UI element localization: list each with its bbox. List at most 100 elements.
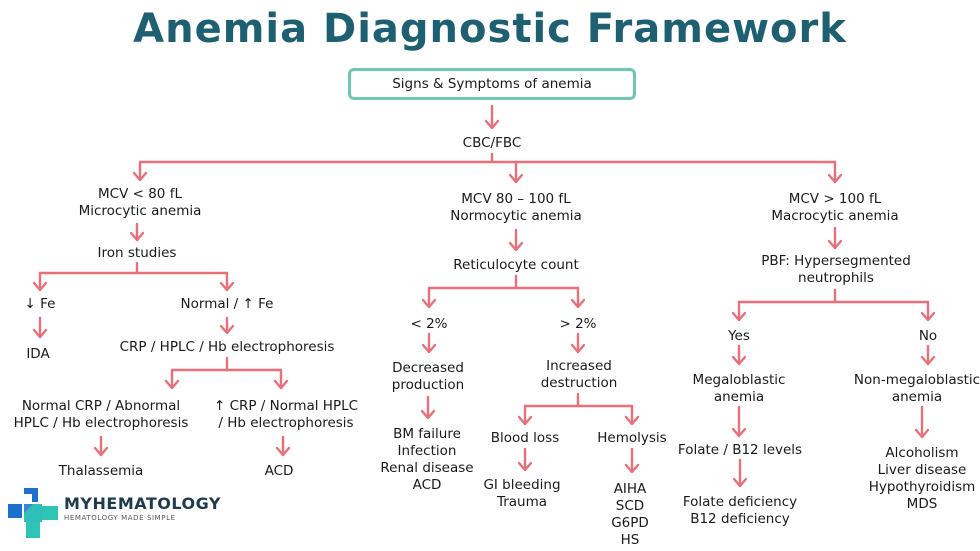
arrow-head: [273, 379, 289, 390]
plus-cross-logo-icon: [8, 488, 58, 538]
node-text-line: Signs & Symptoms of anemia: [392, 76, 592, 92]
arrow-head: [920, 311, 936, 322]
arrow-head: [920, 355, 936, 366]
node-text-line: HPLC / Hb electrophoresis: [13, 415, 189, 431]
node-text-line: Infection: [397, 443, 457, 459]
node-text-line: Microcytic anemia: [78, 203, 202, 219]
node-retic-low: < 2%: [410, 316, 447, 333]
node-text-line: Alcoholism: [885, 445, 959, 461]
node-text-line: anemia: [891, 389, 943, 405]
node-text-line: Increased: [546, 358, 612, 374]
node-text-line: GI bleeding: [483, 477, 561, 493]
node-text-line: SCD: [615, 498, 645, 514]
node-thalassemia: Thalassemia: [59, 463, 144, 480]
node-text-line: Thalassemia: [58, 463, 144, 479]
page-title: Anemia Diagnostic Framework: [133, 6, 847, 52]
node-text-line: Decreased: [392, 360, 464, 376]
node-text-line: BM failure: [393, 426, 461, 442]
arrow-head: [508, 173, 524, 184]
arrow-head: [732, 477, 748, 488]
node-text-line: Iron studies: [97, 245, 177, 261]
node-text-line: PBF: Hypersegmented: [761, 253, 911, 269]
brand-name: MYHEMATOLOGY: [64, 494, 221, 513]
node-text-line: Hemolysis: [597, 430, 667, 446]
arrow-head: [731, 311, 747, 322]
node-text-line: MCV > 100 fL: [788, 191, 882, 207]
node-ida: IDA: [26, 346, 49, 363]
node-blood-loss: Blood loss: [491, 430, 559, 447]
node-text-line: Normal / ↑ Fe: [180, 296, 274, 312]
arrow-head: [508, 241, 524, 252]
arrow-head: [421, 298, 437, 309]
node-text-line: ↑ CRP / Normal HPLC: [213, 398, 359, 414]
node-text-line: IDA: [26, 346, 50, 362]
node-text-line: ↓ Fe: [24, 296, 56, 312]
arrow-head: [731, 355, 747, 366]
node-text-line: Megaloblastic: [692, 372, 786, 388]
arrow-head: [420, 409, 436, 420]
node-crp-hplc: CRP / HPLC / Hb electrophoresis: [120, 339, 335, 356]
node-text-line: production: [391, 377, 465, 393]
arrow-head: [914, 428, 930, 439]
node-text-line: Non-megaloblastic: [853, 372, 980, 388]
node-yes: Yes: [728, 328, 750, 345]
arrow-head: [421, 343, 437, 354]
node-text-line: neutrophils: [798, 270, 874, 286]
arrow-head: [624, 463, 640, 474]
arrow-head: [219, 324, 235, 335]
node-acd: ACD: [265, 463, 294, 480]
node-text-line: ACD: [264, 463, 294, 479]
brand-tagline: HEMATOLOGY MADE SIMPLE: [64, 514, 176, 522]
node-text-line: Yes: [728, 328, 750, 344]
node-retic-high: > 2%: [559, 316, 596, 333]
node-signs-symptoms: Signs & Symptoms of anemia: [392, 76, 592, 93]
node-text-line: Folate deficiency: [682, 494, 798, 510]
arrow-head: [827, 239, 843, 250]
node-text-line: destruction: [540, 375, 618, 391]
node-cbc-fbc: CBC/FBC: [463, 135, 522, 152]
node-iron-studies: Iron studies: [98, 245, 177, 262]
arrow-head: [731, 427, 747, 438]
root-node-box: [348, 68, 636, 100]
node-text-line: Folate / B12 levels: [677, 442, 803, 458]
node-text-line: Normal CRP / Abnormal: [21, 398, 181, 414]
arrow-head: [275, 446, 291, 457]
node-text-line: MCV < 80 fL: [98, 186, 182, 202]
node-hemolysis: Hemolysis: [597, 430, 666, 447]
node-text-line: HS: [620, 532, 640, 548]
arrow-head: [624, 415, 640, 426]
arrow-head: [32, 281, 48, 292]
node-text-line: Hypothyroidism: [868, 479, 976, 495]
node-text-line: G6PD: [611, 515, 649, 531]
arrow-head: [570, 298, 586, 309]
node-text-line: Renal disease: [380, 460, 474, 476]
node-high-crp: ↑ CRP / Normal HPLC/ Hb electrophoresis: [214, 398, 358, 432]
arrow-head: [129, 231, 145, 242]
node-normal-fe: Normal / ↑ Fe: [181, 296, 274, 313]
node-text-line: Reticulocyte count: [453, 257, 579, 273]
arrow-head: [219, 281, 235, 292]
arrow-head: [32, 328, 48, 339]
node-text-line: Normocytic anemia: [450, 208, 582, 224]
node-text-line: / Hb electrophoresis: [218, 415, 354, 431]
arrow-head: [517, 461, 533, 472]
node-text-line: anemia: [713, 389, 765, 405]
node-low-fe: ↓ Fe: [25, 296, 56, 313]
node-text-line: CBC/FBC: [462, 135, 522, 151]
node-text-line: MDS: [906, 496, 938, 512]
node-text-line: ACD: [412, 477, 442, 493]
arrow-head: [570, 343, 586, 354]
